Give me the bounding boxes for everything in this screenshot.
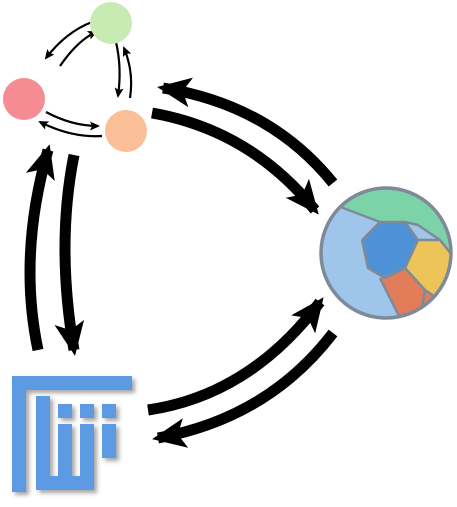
arrow-graph-to-fiji: [54, 153, 85, 356]
main-arrows: [24, 77, 338, 448]
graph-icon: [3, 2, 147, 152]
fiji-logo-top-bar: [12, 376, 132, 390]
arrow-fiji-to-segmentation: [147, 297, 325, 416]
graph-node-left: [3, 78, 45, 120]
arrow-fiji-to-graph: [24, 144, 55, 352]
arrow-segmentation-to-fiji: [152, 329, 338, 448]
segmentation-map-icon: [319, 186, 453, 320]
fiji-logo-i1-stem: [58, 424, 72, 476]
fiji-logo-icon: [12, 376, 132, 492]
graph-node-right: [105, 110, 147, 152]
fiji-logo-j-hook: [50, 476, 94, 490]
fiji-logo-i2-stem: [102, 424, 116, 458]
arrow-graph-to-segmentation: [151, 107, 320, 215]
fiji-logo-f-stem: [36, 396, 50, 490]
arrow-segmentation-to-graph: [157, 77, 338, 187]
segmentation-region-center: [362, 222, 418, 278]
fiji-logo-i2-dot: [102, 404, 116, 418]
fiji-logo-i1-dot: [58, 404, 72, 418]
fiji-logo-left-bar: [12, 376, 26, 492]
fiji-logo-j-dot: [80, 404, 94, 418]
graph-node-top: [90, 2, 132, 44]
segmentation-outline: [319, 186, 453, 320]
fiji-logo-j-stem: [80, 424, 94, 490]
